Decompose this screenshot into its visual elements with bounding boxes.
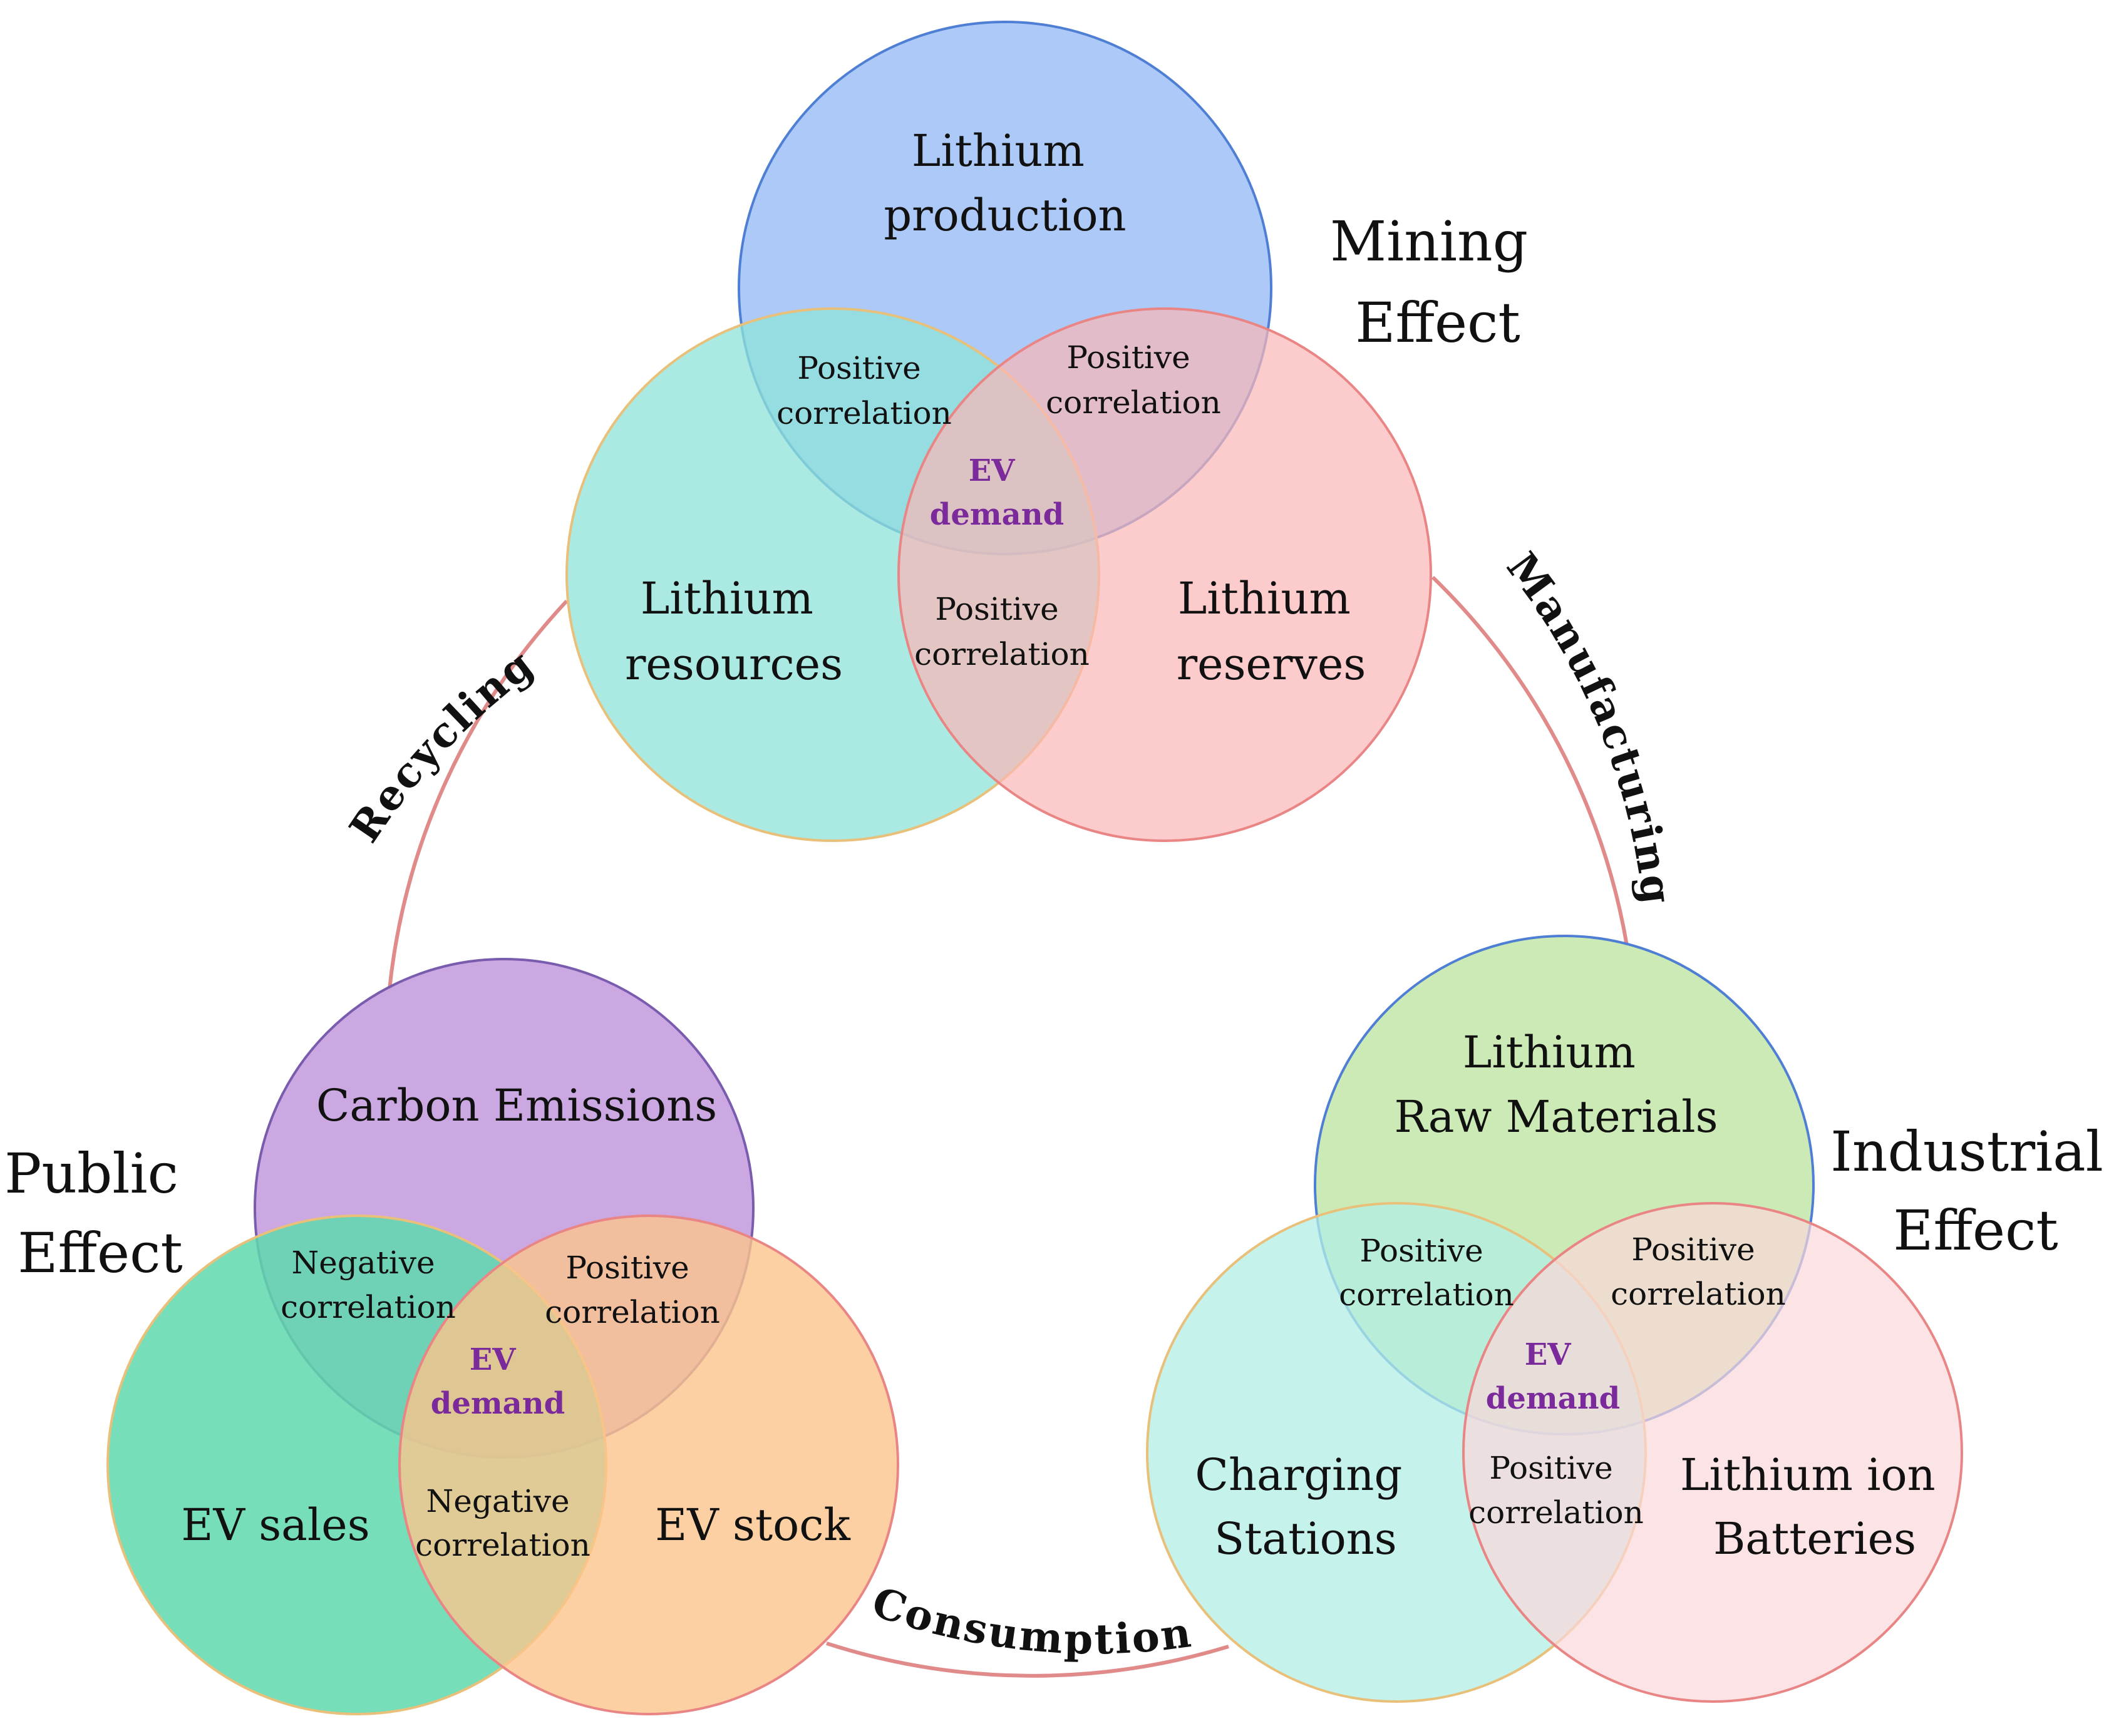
label-lithium-ion-batteries: Lithium ion Batteries	[1680, 1449, 1949, 1564]
cycle-label-consumption: Consumption	[866, 1577, 1195, 1663]
label-lithium-reserves: Lithium reserves	[1177, 573, 1366, 690]
label-public-overlap-bottom: Negative correlation	[415, 1483, 590, 1563]
label-ev-sales: EV sales	[181, 1499, 369, 1551]
label-industrial-ev-demand: EV demand	[1486, 1337, 1620, 1416]
label-public-overlap-top-left: Negative correlation	[281, 1245, 456, 1325]
label-industrial-overlap-top-left: Positive correlation	[1339, 1233, 1514, 1313]
label-mining-ev-demand: EV demand	[930, 453, 1064, 532]
connector-arc-consumption	[826, 1641, 1229, 1678]
label-public-overlap-top-right: Positive correlation	[545, 1250, 720, 1330]
label-public-ev-demand: EV demand	[431, 1342, 565, 1421]
label-mining-overlap-bottom: Positive correlation	[914, 591, 1090, 672]
connector-arc-recycling	[388, 599, 569, 990]
mining-title: Mining Effect	[1330, 209, 1545, 355]
label-industrial-overlap-top-right: Positive correlation	[1611, 1231, 1786, 1312]
label-mining-overlap-top-left: Positive correlation	[776, 350, 952, 431]
cycle-label-recycling: Recycling	[340, 639, 544, 851]
label-charging-stations: Charging Stations	[1195, 1449, 1416, 1564]
label-carbon-emissions: Carbon Emissions	[316, 1080, 717, 1131]
circle-lithium-reserves	[897, 307, 1432, 842]
circle-lithium-ion-batteries	[1462, 1202, 1963, 1703]
mining-venn: Mining Effect Lithium production Lithium…	[565, 21, 1545, 842]
industrial-title: Industrial Effect	[1830, 1119, 2104, 1263]
label-ev-stock: EV stock	[655, 1499, 850, 1551]
public-title: Public Effect	[4, 1141, 196, 1285]
connector-arc-manufacturing	[1431, 575, 1629, 946]
label-lithium-resources: Lithium resources	[625, 573, 843, 690]
public-venn: Public Effect Carbon Emissions EV sales …	[4, 958, 899, 1715]
label-lithium-production: Lithium production	[884, 125, 1126, 241]
label-lithium-raw-materials: Lithium Raw Materials	[1394, 1027, 1718, 1143]
cycle-connector	[388, 575, 1629, 1678]
industrial-venn: Industrial Effect Lithium Raw Materials …	[1146, 935, 2104, 1703]
circle-ev-stock	[398, 1215, 899, 1715]
cycle-label-manufacturing: Manufacturing	[1497, 543, 1682, 908]
label-mining-overlap-top-right: Positive correlation	[1046, 339, 1221, 421]
label-industrial-overlap-bottom: Positive correlation	[1468, 1450, 1644, 1531]
